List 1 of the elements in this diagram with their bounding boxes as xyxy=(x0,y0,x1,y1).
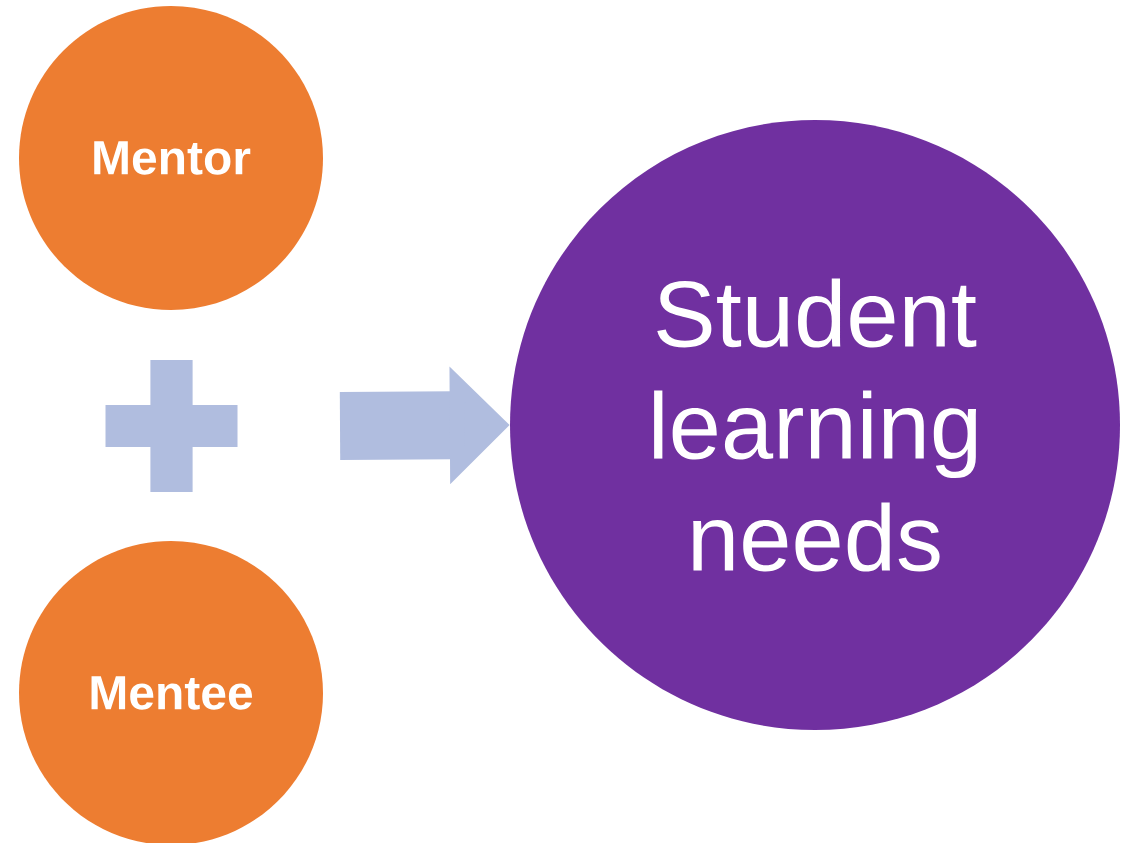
plus-sign xyxy=(105,360,238,492)
